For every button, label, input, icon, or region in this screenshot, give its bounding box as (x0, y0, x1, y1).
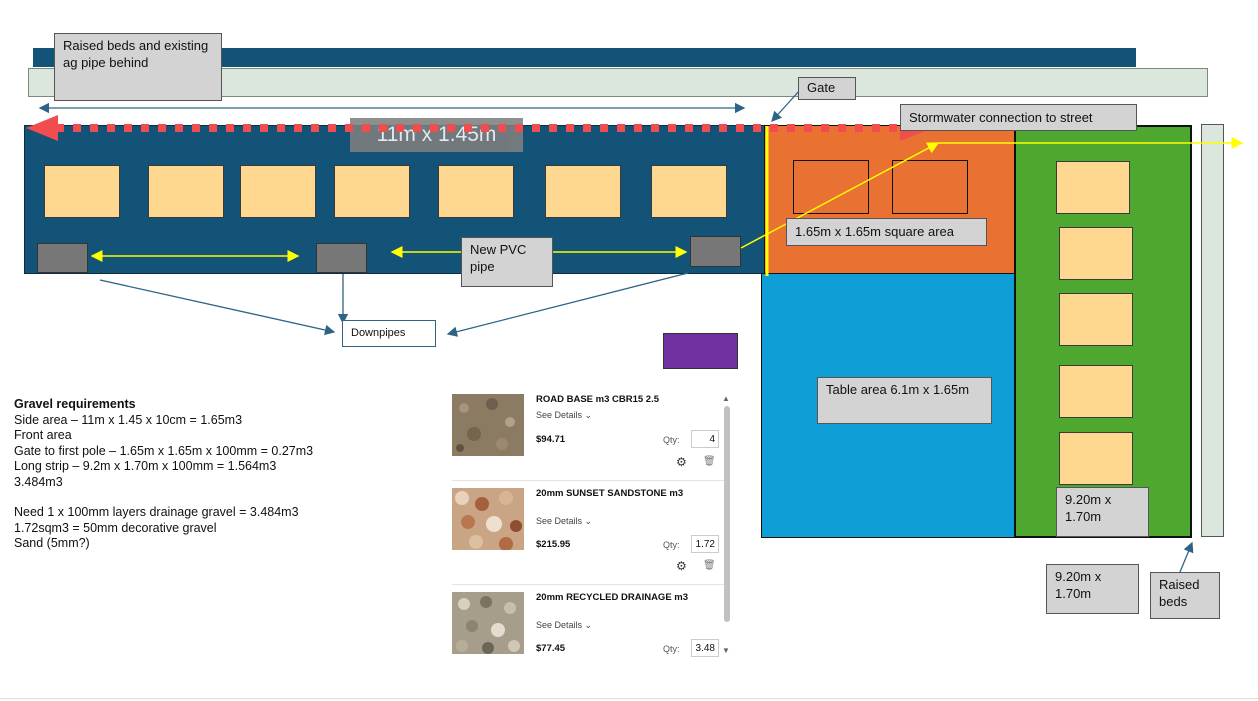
item-price: $94.71 (536, 434, 566, 445)
notes-line: 3.484m3 (14, 474, 63, 489)
qty-input[interactable]: 4 (691, 430, 719, 448)
downpipes-label: Downpipes (342, 320, 436, 347)
new-pvc-label: New PVC pipe (461, 237, 553, 287)
trash-icon[interactable]: 🗑 (703, 560, 716, 571)
gate-pointer-arrow (771, 89, 801, 122)
trash-icon[interactable]: 🗑 (703, 456, 716, 467)
gear-icon[interactable]: ⚙ (676, 455, 687, 469)
cart-item: 20mm SUNSET SANDSTONE m3 See Details ⌄ $… (452, 482, 728, 578)
raised-beds-pointer (1179, 541, 1194, 573)
chevron-down-icon: ⌄ (584, 620, 593, 630)
qty-input[interactable]: 1.72 (691, 535, 719, 553)
gate-label: Gate (798, 77, 856, 100)
purple-box (663, 333, 738, 369)
cart-item: ROAD BASE m3 CBR15 2.5 See Details ⌄ $94… (452, 388, 728, 484)
notes-line: Front area (14, 428, 72, 442)
item-divider (452, 480, 728, 481)
sunset-sandstone-thumbnail (452, 488, 524, 550)
sand-box (438, 165, 514, 218)
notes-line: Gate to first pole – 1.65m x 1.65m x 100… (14, 443, 314, 458)
sand-box (545, 165, 621, 218)
item-name[interactable]: 20mm RECYCLED DRAINAGE m3 (536, 592, 689, 603)
downpipe-pit (690, 236, 741, 267)
sand-box (240, 165, 316, 218)
pvc-diagonal-line (740, 142, 940, 249)
see-details-link[interactable]: See Details ⌄ (536, 516, 593, 526)
item-price: $215.95 (536, 539, 571, 550)
downpipe-pit (316, 243, 367, 273)
sand-box (1059, 365, 1133, 418)
qty-label: Qty: (663, 435, 680, 445)
raised-bed-side (1201, 124, 1224, 537)
see-details-link[interactable]: See Details ⌄ (536, 620, 593, 630)
table-area-label: Table area 6.1m x 1.65m (817, 377, 992, 424)
notes-line: Sand (5mm?) (14, 536, 90, 550)
sand-box (651, 165, 727, 218)
gear-icon[interactable]: ⚙ (676, 559, 687, 573)
gravel-notes: Gravel requirements Side area – 11m x 1.… (14, 397, 313, 552)
qty-label: Qty: (663, 540, 680, 550)
notes-line: Long strip – 9.2m x 1.70m x 100mm = 1.56… (14, 459, 277, 473)
item-name[interactable]: 20mm SUNSET SANDSTONE m3 (536, 488, 684, 499)
chevron-down-icon: ⌄ (584, 410, 593, 420)
item-divider (452, 584, 728, 585)
item-name[interactable]: ROAD BASE m3 CBR15 2.5 (536, 394, 660, 405)
notes-title: Gravel requirements (14, 397, 136, 411)
scrollbar-up-arrow[interactable]: ▲ (722, 394, 730, 403)
raised-beds-back-label: Raised beds and existing ag pipe behind (54, 33, 222, 101)
raised-bed-bar-front (28, 68, 1208, 97)
sand-box (1056, 161, 1130, 214)
stormwater-arrowhead-left (26, 115, 58, 141)
sand-box (148, 165, 224, 218)
square-area-label: 1.65m x 1.65m square area (786, 218, 987, 246)
sand-box (1059, 227, 1133, 280)
square-outline (793, 160, 869, 214)
sand-box (1059, 432, 1133, 485)
qty-label: Qty: (663, 644, 680, 654)
see-details-link[interactable]: See Details ⌄ (536, 410, 593, 420)
raised-bed-bar-back (33, 48, 1136, 67)
qty-input[interactable]: 3.48 (691, 639, 719, 657)
stormwater-label: Stormwater connection to street (900, 104, 1137, 131)
strip-inner-label: 9.20m x 1.70m (1056, 487, 1149, 537)
square-outline (892, 160, 968, 214)
recycled-drainage-thumbnail (452, 592, 524, 654)
cart-item: 20mm RECYCLED DRAINAGE m3 See Details ⌄ … (452, 586, 728, 660)
strip-outer-label: 9.20m x 1.70m (1046, 564, 1139, 614)
notes-line: Side area – 11m x 1.45 x 10cm = 1.65m3 (14, 412, 243, 427)
item-price: $77.45 (536, 643, 566, 654)
scrollbar-down-arrow[interactable]: ▼ (722, 646, 730, 655)
notes-line: 1.72sqm3 = 50mm decorative gravel (14, 520, 217, 535)
downpipe-pit (37, 243, 88, 273)
sand-box (44, 165, 120, 218)
scrollbar-thumb[interactable] (724, 406, 730, 622)
downpipe-pointer (446, 272, 689, 337)
road-base-thumbnail (452, 394, 524, 456)
raised-beds-side-label: Raised beds (1150, 572, 1220, 619)
notes-line: Need 1 x 100mm layers drainage gravel = … (14, 505, 299, 519)
sand-box (334, 165, 410, 218)
chevron-down-icon: ⌄ (584, 516, 593, 526)
cart-panel: ROAD BASE m3 CBR15 2.5 See Details ⌄ $94… (452, 388, 736, 660)
sand-box (1059, 293, 1133, 346)
page-bottom-divider (0, 698, 1258, 699)
downpipe-pointer (99, 279, 336, 336)
